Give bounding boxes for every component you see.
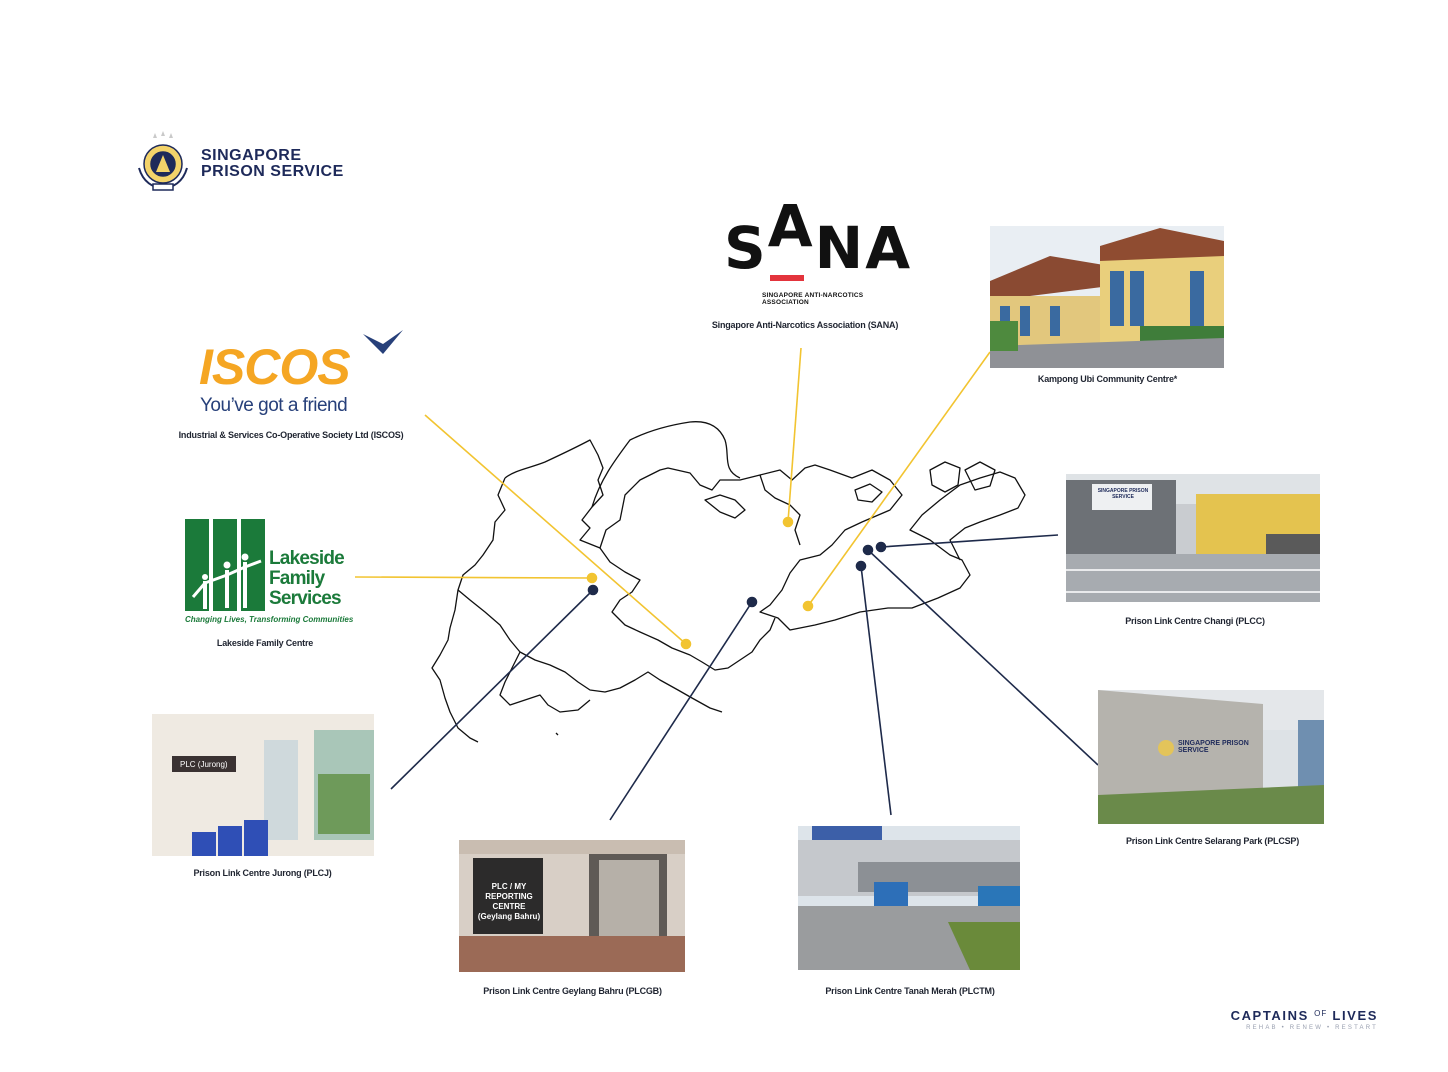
sps-name-line2: PRISON SERVICE	[201, 163, 344, 180]
caption-kampong-ubi: Kampong Ubi Community Centre*	[1037, 374, 1178, 384]
sps-crest-icon	[138, 131, 188, 191]
photo-plctm	[798, 826, 1020, 970]
col-title-left: CAPTAINS	[1230, 1008, 1309, 1023]
photo-plcgb: PLC / MY REPORTING CENTRE (Geylang Bahru…	[459, 840, 685, 972]
connector-sana	[787, 347, 802, 523]
sana-letters-na: NA	[814, 214, 913, 282]
caption-plctm: Prison Link Centre Tanah Merah (PLCTM)	[825, 986, 995, 996]
plcsp-sign: SINGAPORE PRISON SERVICE	[1178, 740, 1249, 754]
lakeside-logo: Lakeside Family Services Changing Lives,…	[183, 517, 358, 629]
lakeside-name-line2: Family	[269, 568, 325, 589]
col-tagline: REHAB • RENEW • RESTART	[1246, 1025, 1378, 1031]
sana-red-bar	[770, 275, 804, 281]
marker-plcj[interactable]	[587, 584, 599, 596]
col-title-of: OF	[1314, 1009, 1328, 1018]
marker-iscos[interactable]	[680, 638, 692, 650]
connector-plcj	[390, 589, 594, 790]
plcj-room-image	[152, 714, 374, 856]
photo-kampong-ubi	[990, 226, 1224, 368]
plctm-building-image	[798, 826, 1020, 970]
connector-plcgb	[609, 601, 753, 821]
col-title-right: LIVES	[1332, 1008, 1378, 1023]
marker-lakeside[interactable]	[586, 572, 598, 584]
connector-kampong-ubi	[807, 351, 991, 607]
connector-plcsp	[867, 549, 1099, 766]
lakeside-emblem-icon	[185, 519, 265, 611]
lakeside-name-line3: Services	[269, 588, 342, 609]
marker-kampong-ubi[interactable]	[802, 600, 814, 612]
marker-sana[interactable]	[782, 516, 794, 528]
iscos-logo: ISCOS You’ve got a friend	[195, 328, 415, 423]
caption-plcgb: Prison Link Centre Geylang Bahru (PLCGB)	[483, 986, 662, 996]
lakeside-tagline: Changing Lives, Transforming Communities	[185, 615, 354, 624]
plcgb-sign: PLC / MY REPORTING CENTRE (Geylang Bahru…	[477, 882, 541, 921]
iscos-tagline: You’ve got a friend	[200, 395, 348, 416]
plcgb-entrance-image	[459, 840, 685, 972]
sps-name-line1: SINGAPORE	[201, 147, 302, 164]
caption-plcsp: Prison Link Centre Selarang Park (PLCSP)	[1125, 836, 1300, 846]
caption-sana: Singapore Anti-Narcotics Association (SA…	[711, 320, 899, 330]
kampong-ubi-building-image	[990, 226, 1224, 368]
iscos-chevron-icon	[363, 330, 403, 354]
sps-logo: SINGAPORE PRISON SERVICE	[133, 128, 393, 194]
photo-plcsp: SINGAPORE PRISON SERVICE	[1098, 690, 1324, 824]
island-outline	[431, 421, 1026, 743]
photo-plcc: SINGAPORE PRISON SERVICE	[1066, 474, 1320, 602]
lakeside-name-line1: Lakeside	[269, 548, 345, 569]
photo-plcj: PLC (Jurong)	[152, 714, 374, 856]
plcc-building-image	[1066, 474, 1320, 602]
plcc-sign: SINGAPORE PRISON SERVICE	[1097, 488, 1149, 500]
connector-iscos	[424, 414, 687, 645]
captains-of-lives-logo: CAPTAINS OF LIVES REHAB • RENEW • RESTAR…	[1203, 1008, 1378, 1031]
caption-lakeside: Lakeside Family Centre	[216, 638, 314, 648]
marker-plctm[interactable]	[855, 560, 867, 572]
caption-plcc: Prison Link Centre Changi (PLCC)	[1125, 616, 1265, 626]
plc-connectors	[390, 534, 1099, 821]
plcj-sign: PLC (Jurong)	[180, 760, 228, 769]
caption-iscos: Industrial & Services Co-Operative Socie…	[178, 430, 404, 440]
iscos-wordmark: ISCOS	[199, 339, 351, 395]
marker-plcgb[interactable]	[746, 596, 758, 608]
caption-plcj: Prison Link Centre Jurong (PLCJ)	[193, 868, 332, 878]
marker-plcsp[interactable]	[862, 544, 874, 556]
connector-plcc	[880, 534, 1059, 548]
sana-logo: SANA SINGAPORE ANTI-NARCOTICS ASSOCIATIO…	[722, 190, 910, 310]
sana-letter-a: A	[767, 192, 815, 260]
connector-lakeside	[354, 576, 593, 579]
connector-plctm	[860, 565, 892, 816]
sana-subtitle: SINGAPORE ANTI-NARCOTICS ASSOCIATION	[762, 292, 864, 306]
sana-letter-s: S	[724, 214, 768, 282]
marker-plcc[interactable]	[875, 541, 887, 553]
plcsp-building-image	[1098, 690, 1324, 824]
partner-connectors	[354, 347, 991, 650]
